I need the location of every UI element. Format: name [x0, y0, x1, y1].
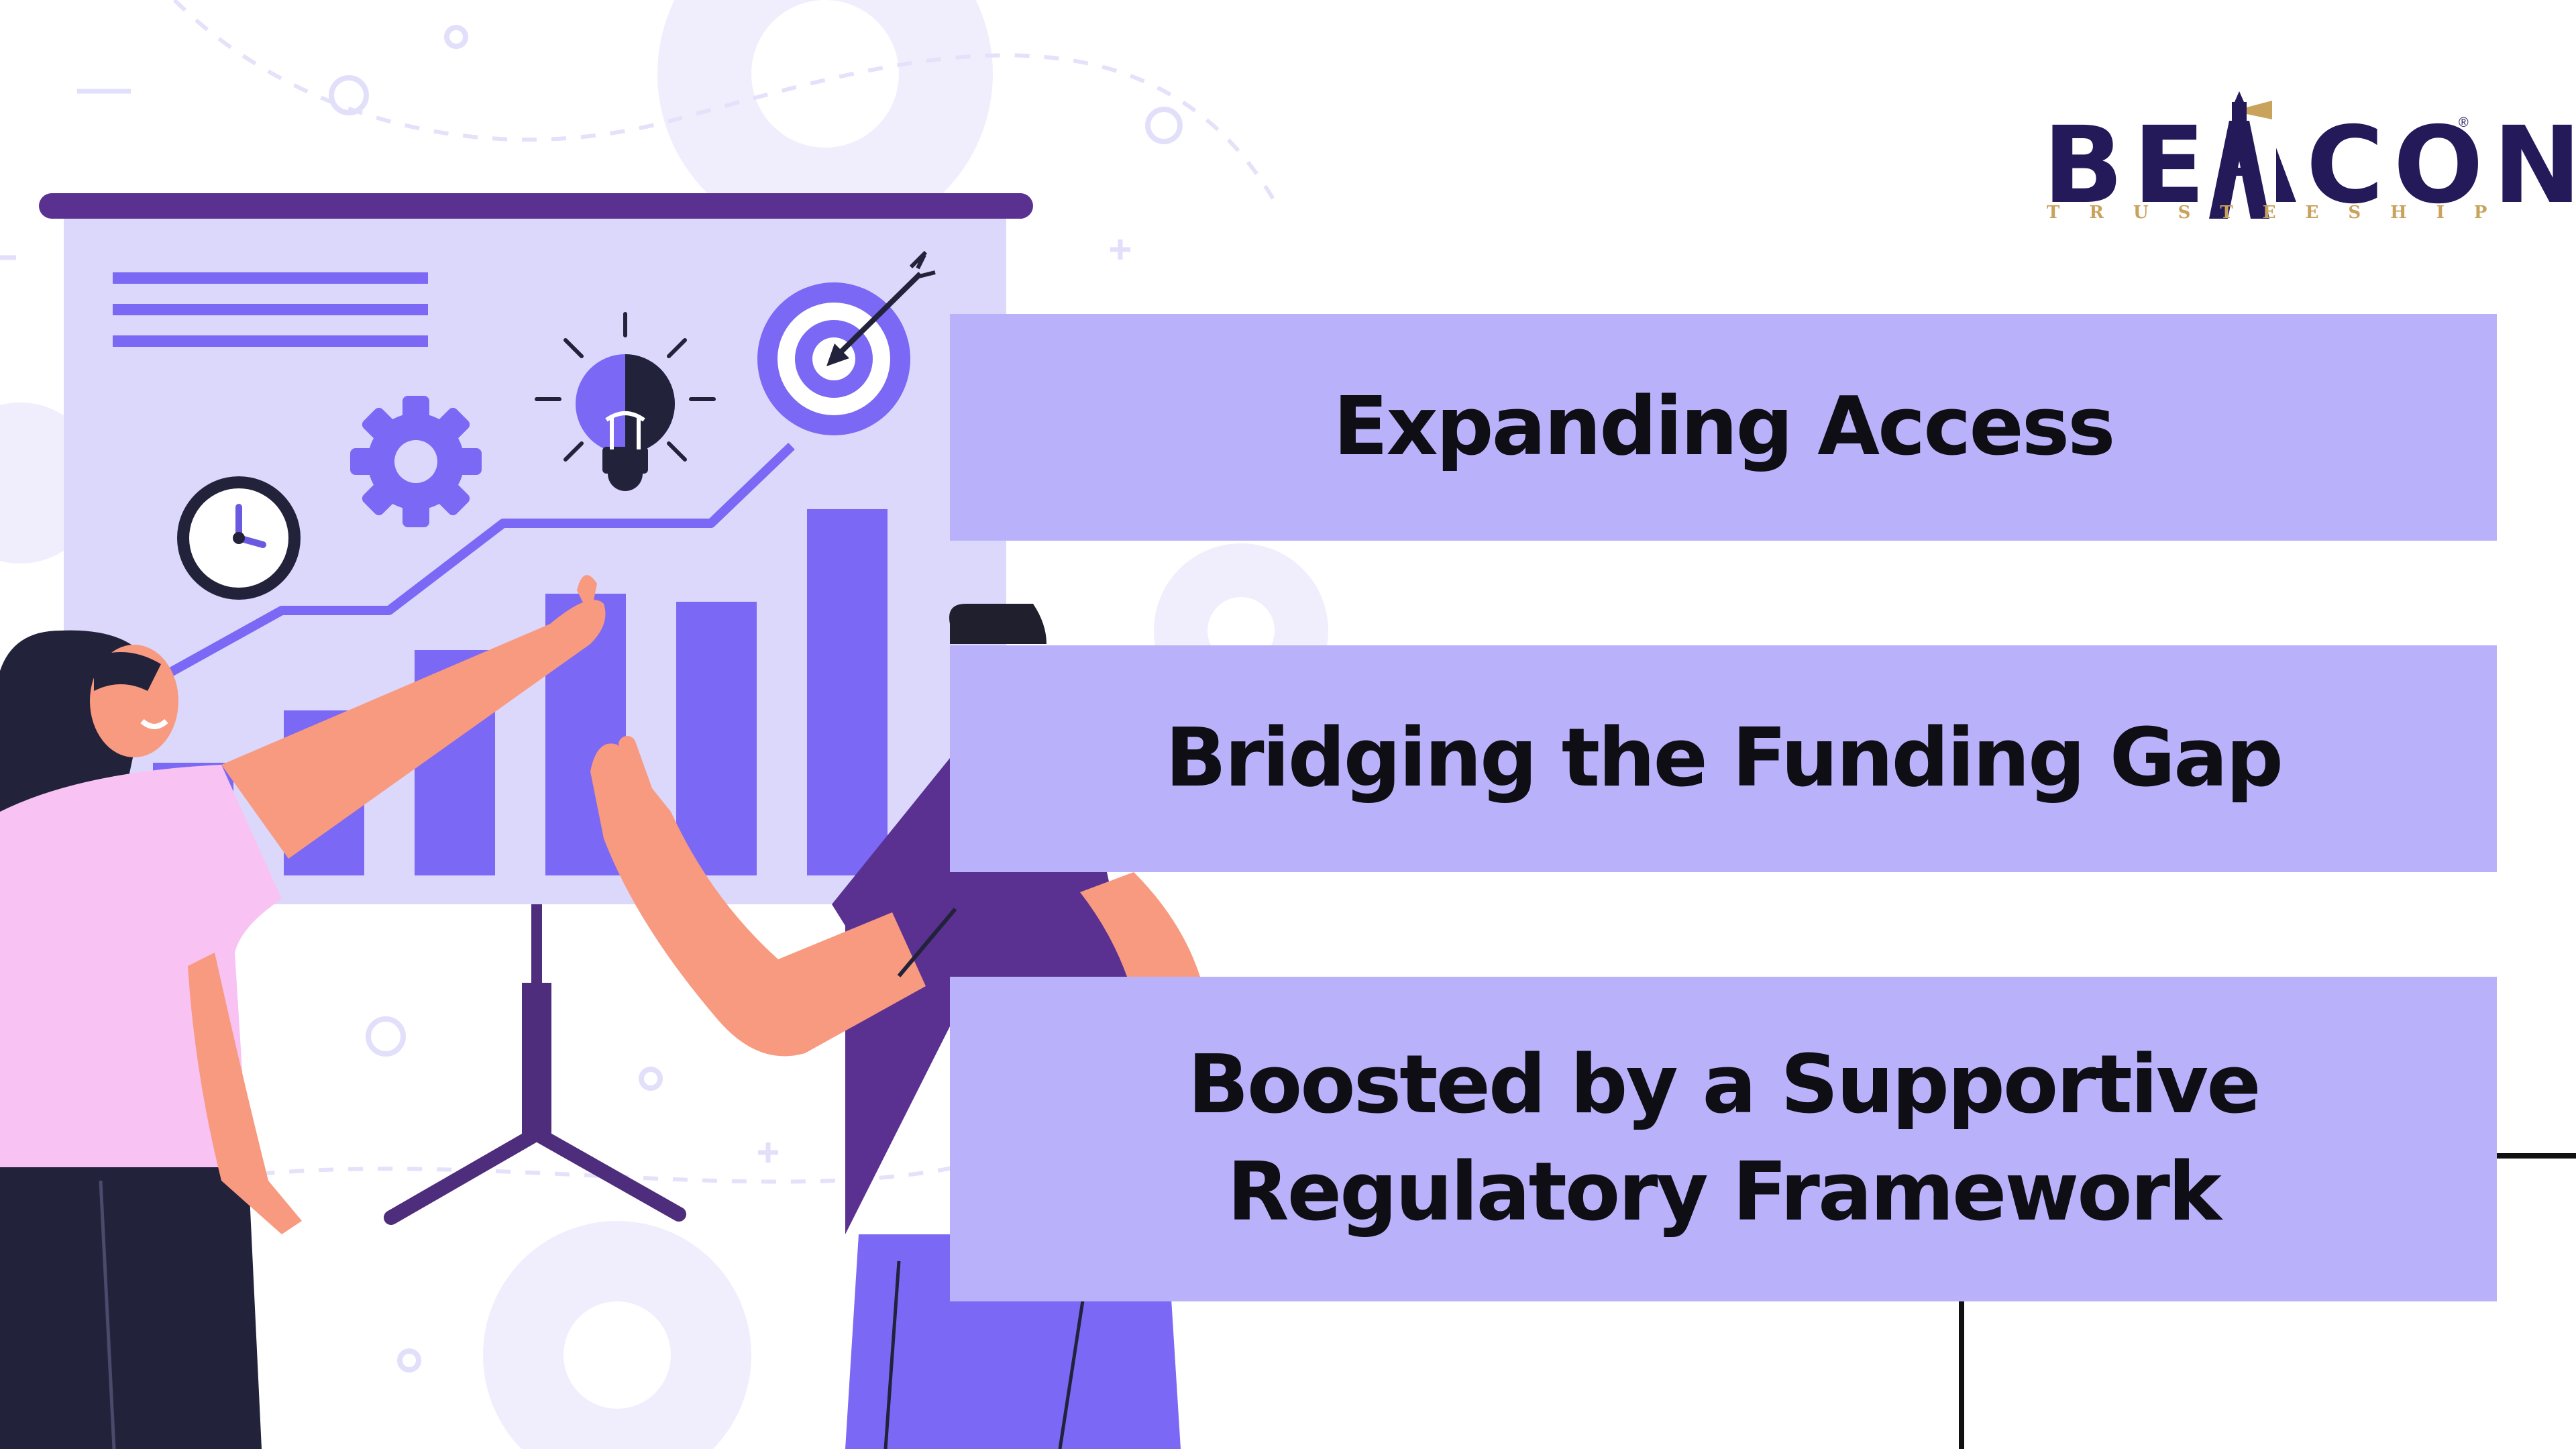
trend-line [158, 442, 795, 682]
panel-label: Expanding Access [1333, 380, 2115, 474]
board-text-lines [113, 272, 428, 347]
panel-funding-gap: Bridging the Funding Gap [950, 645, 2497, 872]
board-top-rail [39, 193, 1033, 219]
chart-bar [807, 509, 888, 875]
background-rings [329, 25, 1183, 1373]
board-stand [384, 904, 686, 1225]
connector-line [2497, 1153, 2576, 1159]
background-decoration [0, 0, 1328, 1449]
lighthouse-icon [2202, 87, 2276, 219]
chart-bar [676, 602, 757, 875]
background-plus-marks [0, 89, 1130, 1163]
panel-label: Bridging the Funding Gap [1165, 712, 2284, 805]
clock-icon [177, 476, 301, 600]
registered-mark: ® [2459, 115, 2469, 130]
logo-wordmark: BEACON [2043, 104, 2576, 227]
logo-tagline: TRUSTEESHIP [2047, 203, 2517, 223]
panel-regulatory-framework: Boosted by a Supportive Regulatory Frame… [950, 977, 2497, 1301]
target-icon [757, 250, 936, 435]
lightbulb-icon [535, 312, 716, 491]
gear-icon [350, 396, 482, 527]
beacon-logo: BEACON ® TRUSTEESHIP [2043, 87, 2576, 235]
man-pointing-arm [590, 736, 957, 1057]
connector-line [1959, 1301, 1964, 1449]
panel-label: Boosted by a Supportive Regulatory Frame… [1187, 1038, 2261, 1239]
woman-figure [0, 575, 606, 1449]
panel-expanding-access: Expanding Access [950, 314, 2497, 541]
